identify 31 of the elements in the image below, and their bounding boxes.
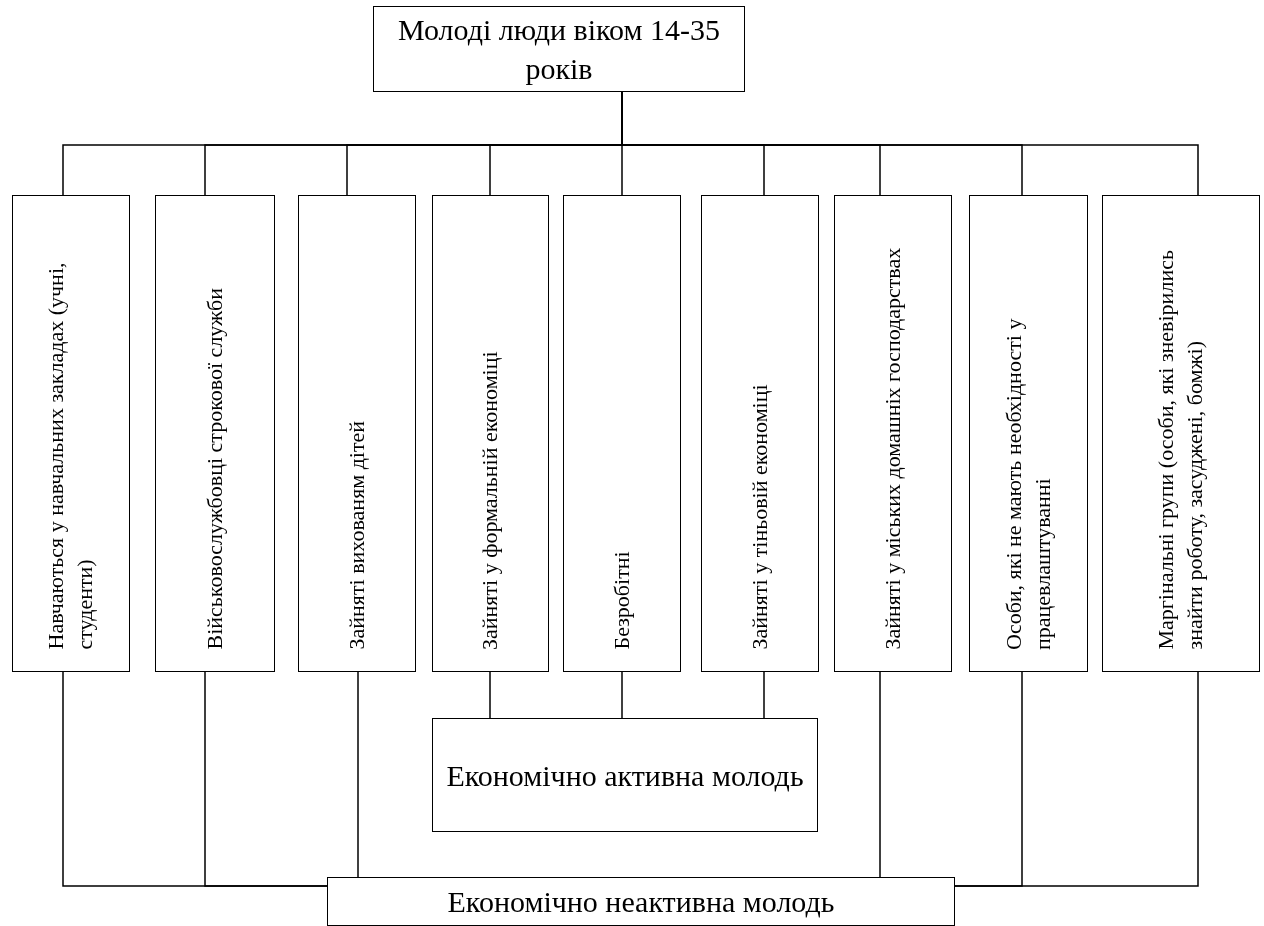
connector-line <box>489 671 491 719</box>
category-box <box>701 195 819 672</box>
category-box <box>155 195 275 672</box>
category-label: Безробітні <box>607 550 635 650</box>
category-box <box>563 195 681 672</box>
group-title: Економічно неактивна молодь <box>446 884 836 920</box>
connector-line <box>621 671 623 719</box>
group-box <box>327 877 955 926</box>
group-box <box>373 6 745 92</box>
group-title: Молоді люди віком 14-35 років <box>397 12 721 87</box>
category-label: Особи, які не мають необхідності у працевлаштуванні <box>999 317 1056 650</box>
category-label: Зайняті вихованям дітей <box>342 419 370 650</box>
category-box <box>298 195 416 672</box>
category-box <box>969 195 1088 672</box>
category-label: Навчаються у навчальних закладах (учні, студенти) <box>41 261 98 650</box>
category-box <box>834 195 952 672</box>
connector-line <box>763 671 765 719</box>
category-box <box>12 195 130 672</box>
category-label: Зайняті у міських домашніх господарствах <box>878 246 906 650</box>
connector-line <box>879 671 881 878</box>
category-label: Маргінальні групи (особи, які зневірились знайти роботу, засуджені, бомжі) <box>1151 249 1208 650</box>
category-label: Зайняті у тіньовій економіці <box>745 383 773 650</box>
category-box <box>1102 195 1260 672</box>
connector-line <box>357 671 359 878</box>
category-label: Зайняті у формальній економіці <box>475 349 503 650</box>
group-box <box>432 718 818 832</box>
connector-line <box>204 671 328 887</box>
category-box <box>432 195 549 672</box>
category-label: Військовослужбовці строкової служби <box>200 287 228 650</box>
connector-line <box>954 671 1199 887</box>
group-title: Економічно активна молодь <box>445 757 805 794</box>
